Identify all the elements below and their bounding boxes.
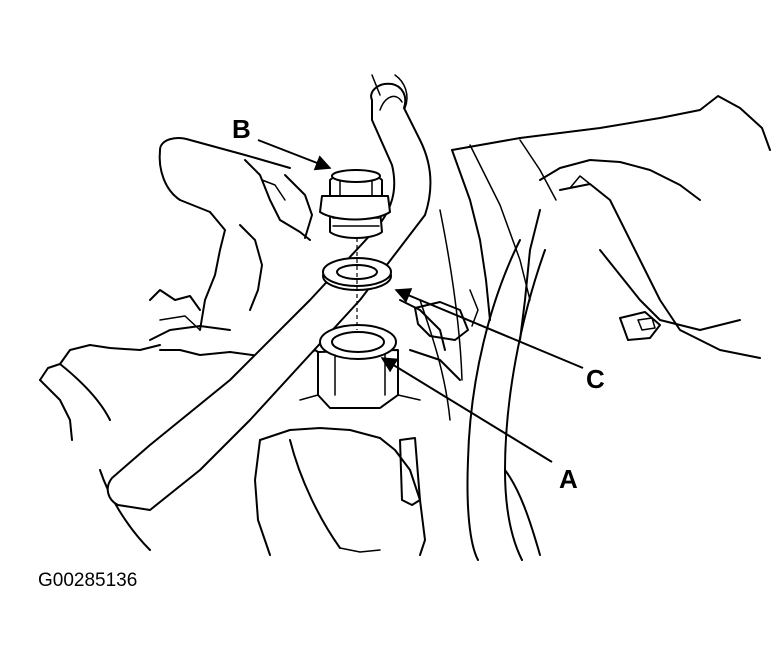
leader-line-c (394, 288, 584, 369)
drain-hole-boss (299, 324, 421, 409)
leader-line-b (257, 139, 332, 171)
leader-line-a (380, 357, 553, 463)
callout-c: C (586, 364, 605, 394)
figure-id: G00285136 (38, 570, 137, 591)
callout-a: A (559, 464, 578, 494)
callout-b: B (232, 114, 251, 144)
drain-bolt (319, 169, 391, 239)
